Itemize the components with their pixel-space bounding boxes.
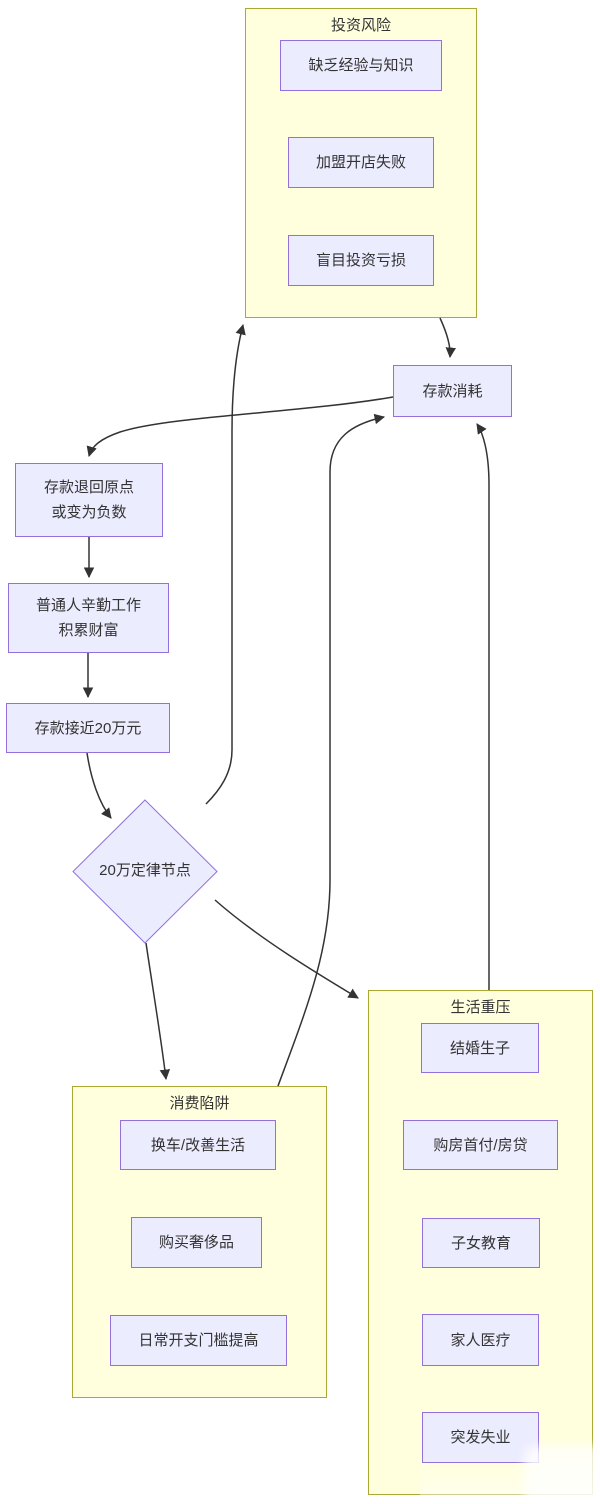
node-ordinary-work: 普通人辛勤工作 积累财富 (8, 583, 169, 653)
edge-consumption-to-deposit-consumption (277, 413, 386, 1087)
edge-deposit-near-200k-to-rule-node (86, 752, 112, 819)
corner-white-overlay (524, 1446, 600, 1504)
edge-deposit-consumption-to-deposit-reset (86, 396, 394, 458)
node-sudden-unemployment: 突发失业 (422, 1412, 539, 1463)
node-family-medical: 家人医疗 (422, 1314, 539, 1366)
edge-rule-node-to-life (214, 899, 359, 999)
edge-rule-node-to-investment (205, 323, 246, 805)
node-marriage-children: 结婚生子 (421, 1023, 539, 1073)
group-life-pressure-title: 生活重压 (450, 999, 511, 1016)
edge-investment-to-deposit-consumption (439, 317, 457, 359)
node-buy-luxury: 购买奢侈品 (131, 1217, 262, 1268)
edge-life-to-deposit-consumption (476, 423, 490, 990)
group-consumption-trap-title: 消费陷阱 (169, 1095, 230, 1112)
node-daily-expense-rise: 日常开支门槛提高 (110, 1315, 287, 1366)
node-lack-experience: 缺乏经验与知识 (280, 40, 442, 91)
node-franchise-failure: 加盟开店失败 (288, 137, 434, 188)
edge-rule-node-to-consumption (145, 942, 171, 1081)
node-deposit-reset: 存款退回原点 或变为负数 (15, 463, 163, 537)
node-rule-200k: 20万定律节点 (99, 862, 191, 879)
node-house-downpayment: 购房首付/房贷 (403, 1120, 558, 1170)
node-deposit-consumption: 存款消耗 (393, 365, 512, 417)
group-investment-risk-title: 投资风险 (330, 17, 391, 34)
node-children-education: 子女教育 (422, 1218, 540, 1268)
node-blind-investment-loss: 盲目投资亏损 (288, 235, 434, 286)
node-deposit-near-200k: 存款接近20万元 (6, 703, 170, 753)
node-change-car: 换车/改善生活 (120, 1120, 276, 1170)
